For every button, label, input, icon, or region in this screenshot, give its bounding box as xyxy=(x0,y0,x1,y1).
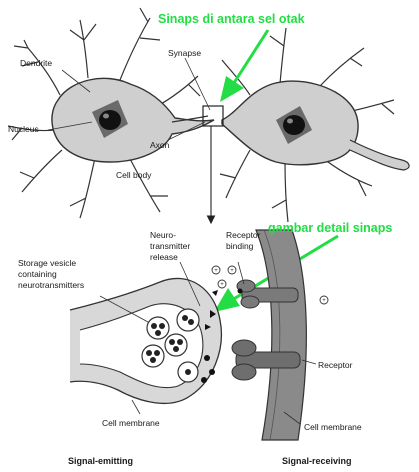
label-nt-release-1: Neuro- xyxy=(150,230,176,240)
storage-vesicle-icon xyxy=(165,334,187,356)
right-neuron xyxy=(220,28,409,222)
neurotransmitter-particle-icon xyxy=(212,290,218,296)
label-receptor: Receptor xyxy=(318,360,353,370)
svg-text:+: + xyxy=(230,268,234,274)
label-storage-vesicle-1: Storage vesicle xyxy=(18,258,76,268)
label-cell-membrane-left: Cell membrane xyxy=(102,418,160,428)
callout-synapse-detail: gambar detail sinaps xyxy=(268,221,392,235)
right-axon xyxy=(350,140,409,170)
label-signal-receiving: Signal-receiving xyxy=(282,456,352,466)
label-receptor-binding-1: Receptor xyxy=(226,230,261,240)
storage-vesicle-icon xyxy=(147,317,169,339)
label-nt-release-3: release xyxy=(150,252,178,262)
svg-text:+: + xyxy=(220,282,224,288)
storage-vesicle-icon xyxy=(178,362,198,382)
svg-text:+: + xyxy=(322,298,326,304)
label-cell-membrane-right: Cell membrane xyxy=(304,422,362,432)
label-storage-vesicle-2: containing xyxy=(18,269,57,279)
label-synapse: Synapse xyxy=(168,48,201,58)
svg-text:+: + xyxy=(214,268,218,274)
postsynaptic-membrane xyxy=(256,230,306,440)
label-storage-vesicle-3: neurotransmitters xyxy=(18,280,84,290)
left-cell-body xyxy=(52,78,214,162)
label-dendrite: Dendrite xyxy=(20,58,52,68)
label-receptor-binding-2: binding xyxy=(226,241,254,251)
label-axon: Axon xyxy=(150,140,170,150)
storage-vesicle-icon xyxy=(177,309,199,331)
presynaptic-terminal xyxy=(70,278,221,403)
storage-vesicle-icon xyxy=(142,345,164,367)
label-cell-body: Cell body xyxy=(116,170,152,180)
label-nt-release-2: transmitter xyxy=(150,241,190,251)
callout-synapse-between-cells: Sinaps di antara sel otak xyxy=(158,12,305,26)
label-signal-emitting: Signal-emitting xyxy=(68,456,133,466)
label-nucleus: Nucleus xyxy=(8,124,39,134)
left-neuron xyxy=(8,8,214,218)
